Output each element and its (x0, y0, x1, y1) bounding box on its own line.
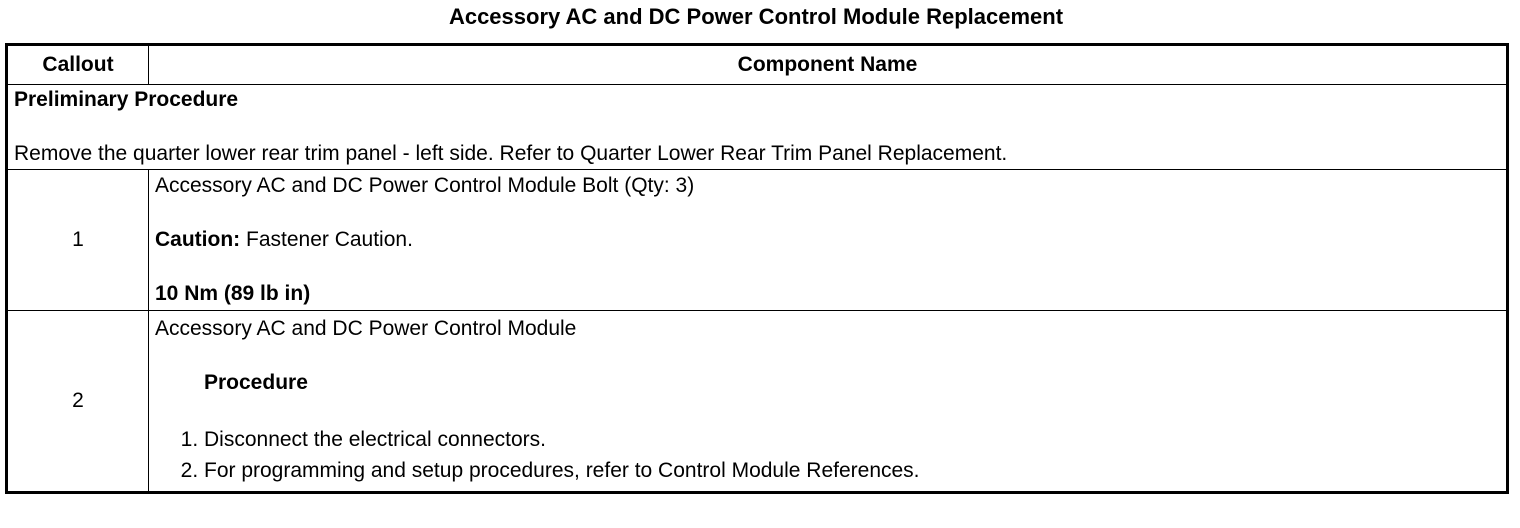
component-name: Accessory AC and DC Power Control Module… (155, 174, 695, 197)
procedure-heading: Procedure (204, 371, 308, 394)
component-cell: Accessory AC and DC Power Control Module… (148, 310, 1508, 493)
caution-line: Caution: Fastener Caution. (155, 227, 1500, 253)
procedure-steps: Disconnect the electrical connectors. Fo… (155, 424, 1500, 486)
table-row: 1 Accessory AC and DC Power Control Modu… (6, 169, 1508, 311)
document-title: Accessory AC and DC Power Control Module… (448, 4, 1064, 29)
procedure-table: Callout Component Name Preliminary Proce… (5, 43, 1509, 494)
component-name: Accessory AC and DC Power Control Module (155, 317, 577, 340)
preliminary-cell: Preliminary Procedure Remove the quarter… (6, 84, 1508, 170)
component-name-header: Component Name (148, 44, 1508, 85)
procedure-step: Disconnect the electrical connectors. (204, 424, 1500, 455)
caution-text: Fastener Caution. (240, 228, 413, 251)
procedure-step: For programming and setup procedures, re… (204, 455, 1500, 486)
torque-spec: 10 Nm (89 lb in) (155, 282, 311, 305)
callout-cell: 1 (6, 169, 149, 311)
callout-header: Callout (6, 44, 149, 85)
component-cell: Accessory AC and DC Power Control Module… (148, 169, 1508, 311)
preliminary-text: Remove the quarter lower rear trim panel… (14, 142, 1008, 165)
callout-cell: 2 (6, 310, 149, 493)
preliminary-row: Preliminary Procedure Remove the quarter… (6, 84, 1508, 170)
table-row: 2 Accessory AC and DC Power Control Modu… (6, 310, 1508, 493)
table-header-row: Callout Component Name (6, 44, 1508, 85)
caution-label: Caution: (155, 228, 241, 251)
preliminary-title: Preliminary Procedure (14, 88, 239, 111)
